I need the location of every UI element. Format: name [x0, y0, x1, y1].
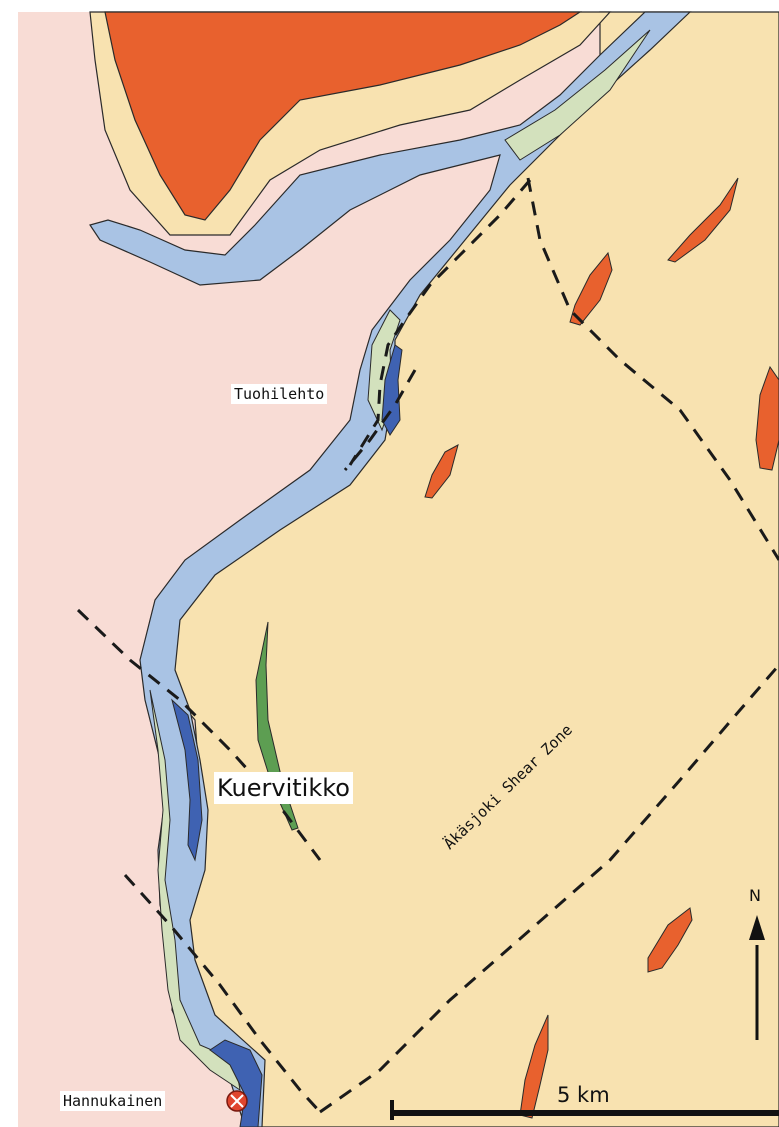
pale-green-belt-south [149, 689, 241, 1092]
blue-belt [89, 11, 692, 1127]
label-scale: 5 km [557, 1083, 610, 1107]
pale-green-belt-north [504, 29, 651, 161]
red-intrusion-2 [569, 251, 613, 326]
red-intrusion-3 [755, 365, 779, 471]
fault-kuervitikko [76, 608, 322, 861]
label-north: N [749, 886, 761, 905]
red-intrusion-6 [519, 1014, 549, 1119]
north-arrow-icon [749, 915, 765, 1040]
label-tuohilehto: Tuohilehto [231, 384, 328, 404]
dark-blue-unit-kuervitikko [171, 698, 203, 862]
dark-blue-unit-tuohilehto [381, 344, 403, 436]
red-intrusion-5 [647, 907, 693, 973]
red-intrusion-nw [104, 11, 583, 221]
fault-hannukainen [123, 873, 322, 1114]
red-intrusion-4 [424, 444, 459, 499]
fault-lines [76, 177, 779, 1114]
red-intrusion-1 [667, 177, 739, 263]
scale-bar [390, 1100, 779, 1120]
dark-blue-unit-hannukainen [209, 1039, 263, 1127]
label-kuervitikko: Kuervitikko [214, 772, 353, 804]
label-hannukainen: Hannukainen [60, 1091, 166, 1111]
fault-tuohilehto-branch [343, 369, 417, 471]
deposit-marker-icon [226, 1090, 248, 1112]
